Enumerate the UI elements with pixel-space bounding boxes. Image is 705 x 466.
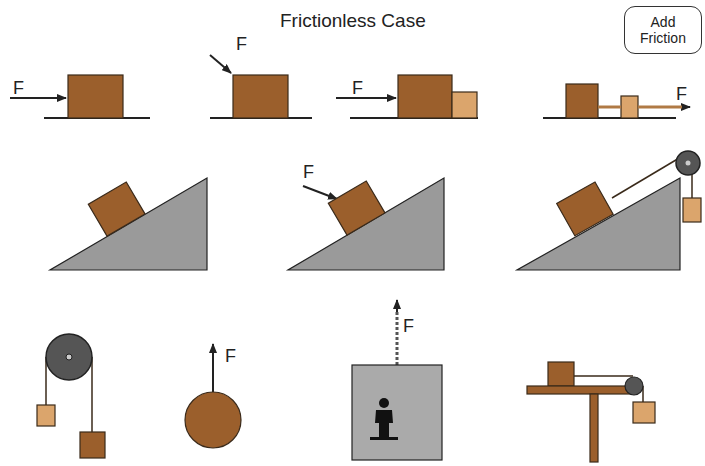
force-label: F — [352, 78, 363, 99]
force-label: F — [225, 346, 236, 367]
title: Frictionless Case — [280, 10, 426, 32]
force-label: F — [13, 78, 24, 99]
force-label: F — [303, 162, 314, 183]
button-box: Add Friction — [624, 6, 702, 54]
force-label: F — [236, 34, 247, 55]
force-label: F — [676, 84, 687, 105]
force-label: F — [403, 316, 414, 337]
button-content: Add Friction — [631, 14, 695, 46]
button-label: Add Friction — [631, 14, 695, 46]
